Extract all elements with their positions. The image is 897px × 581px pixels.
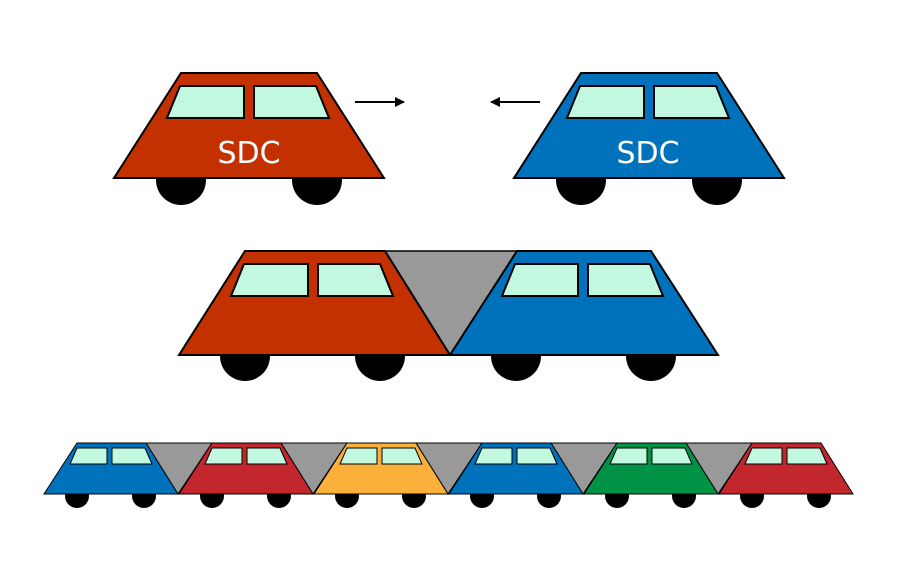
car-window: [609, 447, 648, 465]
car-window: [516, 447, 558, 465]
car-red-sdc: [112, 72, 386, 205]
car-window: [339, 447, 378, 465]
top-row: SDC SDC: [112, 72, 786, 205]
car-label-right: SDC: [616, 136, 679, 171]
car-blue: [43, 442, 179, 508]
car-crimson: [178, 442, 314, 508]
car-window: [253, 85, 331, 119]
car-green: [583, 442, 719, 508]
car-window: [474, 447, 513, 465]
car-window: [500, 263, 579, 297]
car-window: [165, 85, 245, 119]
car-crimson: [718, 442, 854, 508]
cars: [43, 442, 854, 508]
car-window: [229, 263, 309, 297]
car-blue: [448, 250, 720, 381]
car-yellow: [313, 442, 449, 508]
car-label-left: SDC: [217, 136, 280, 171]
car-window: [587, 263, 665, 297]
car-window: [651, 447, 693, 465]
car-window: [69, 447, 108, 465]
car-red: [177, 250, 452, 381]
bottom-row: [43, 442, 854, 508]
car-window: [565, 85, 645, 119]
car-window: [786, 447, 828, 465]
car-window: [653, 85, 731, 119]
car-window: [317, 263, 395, 297]
car-window: [246, 447, 288, 465]
car-window: [744, 447, 783, 465]
car-window: [204, 447, 243, 465]
car-window: [381, 447, 423, 465]
car-blue: [448, 442, 584, 508]
connectors: [145, 442, 753, 495]
car-blue-sdc: [512, 72, 786, 205]
middle-row: [177, 250, 720, 381]
car-window: [111, 447, 153, 465]
